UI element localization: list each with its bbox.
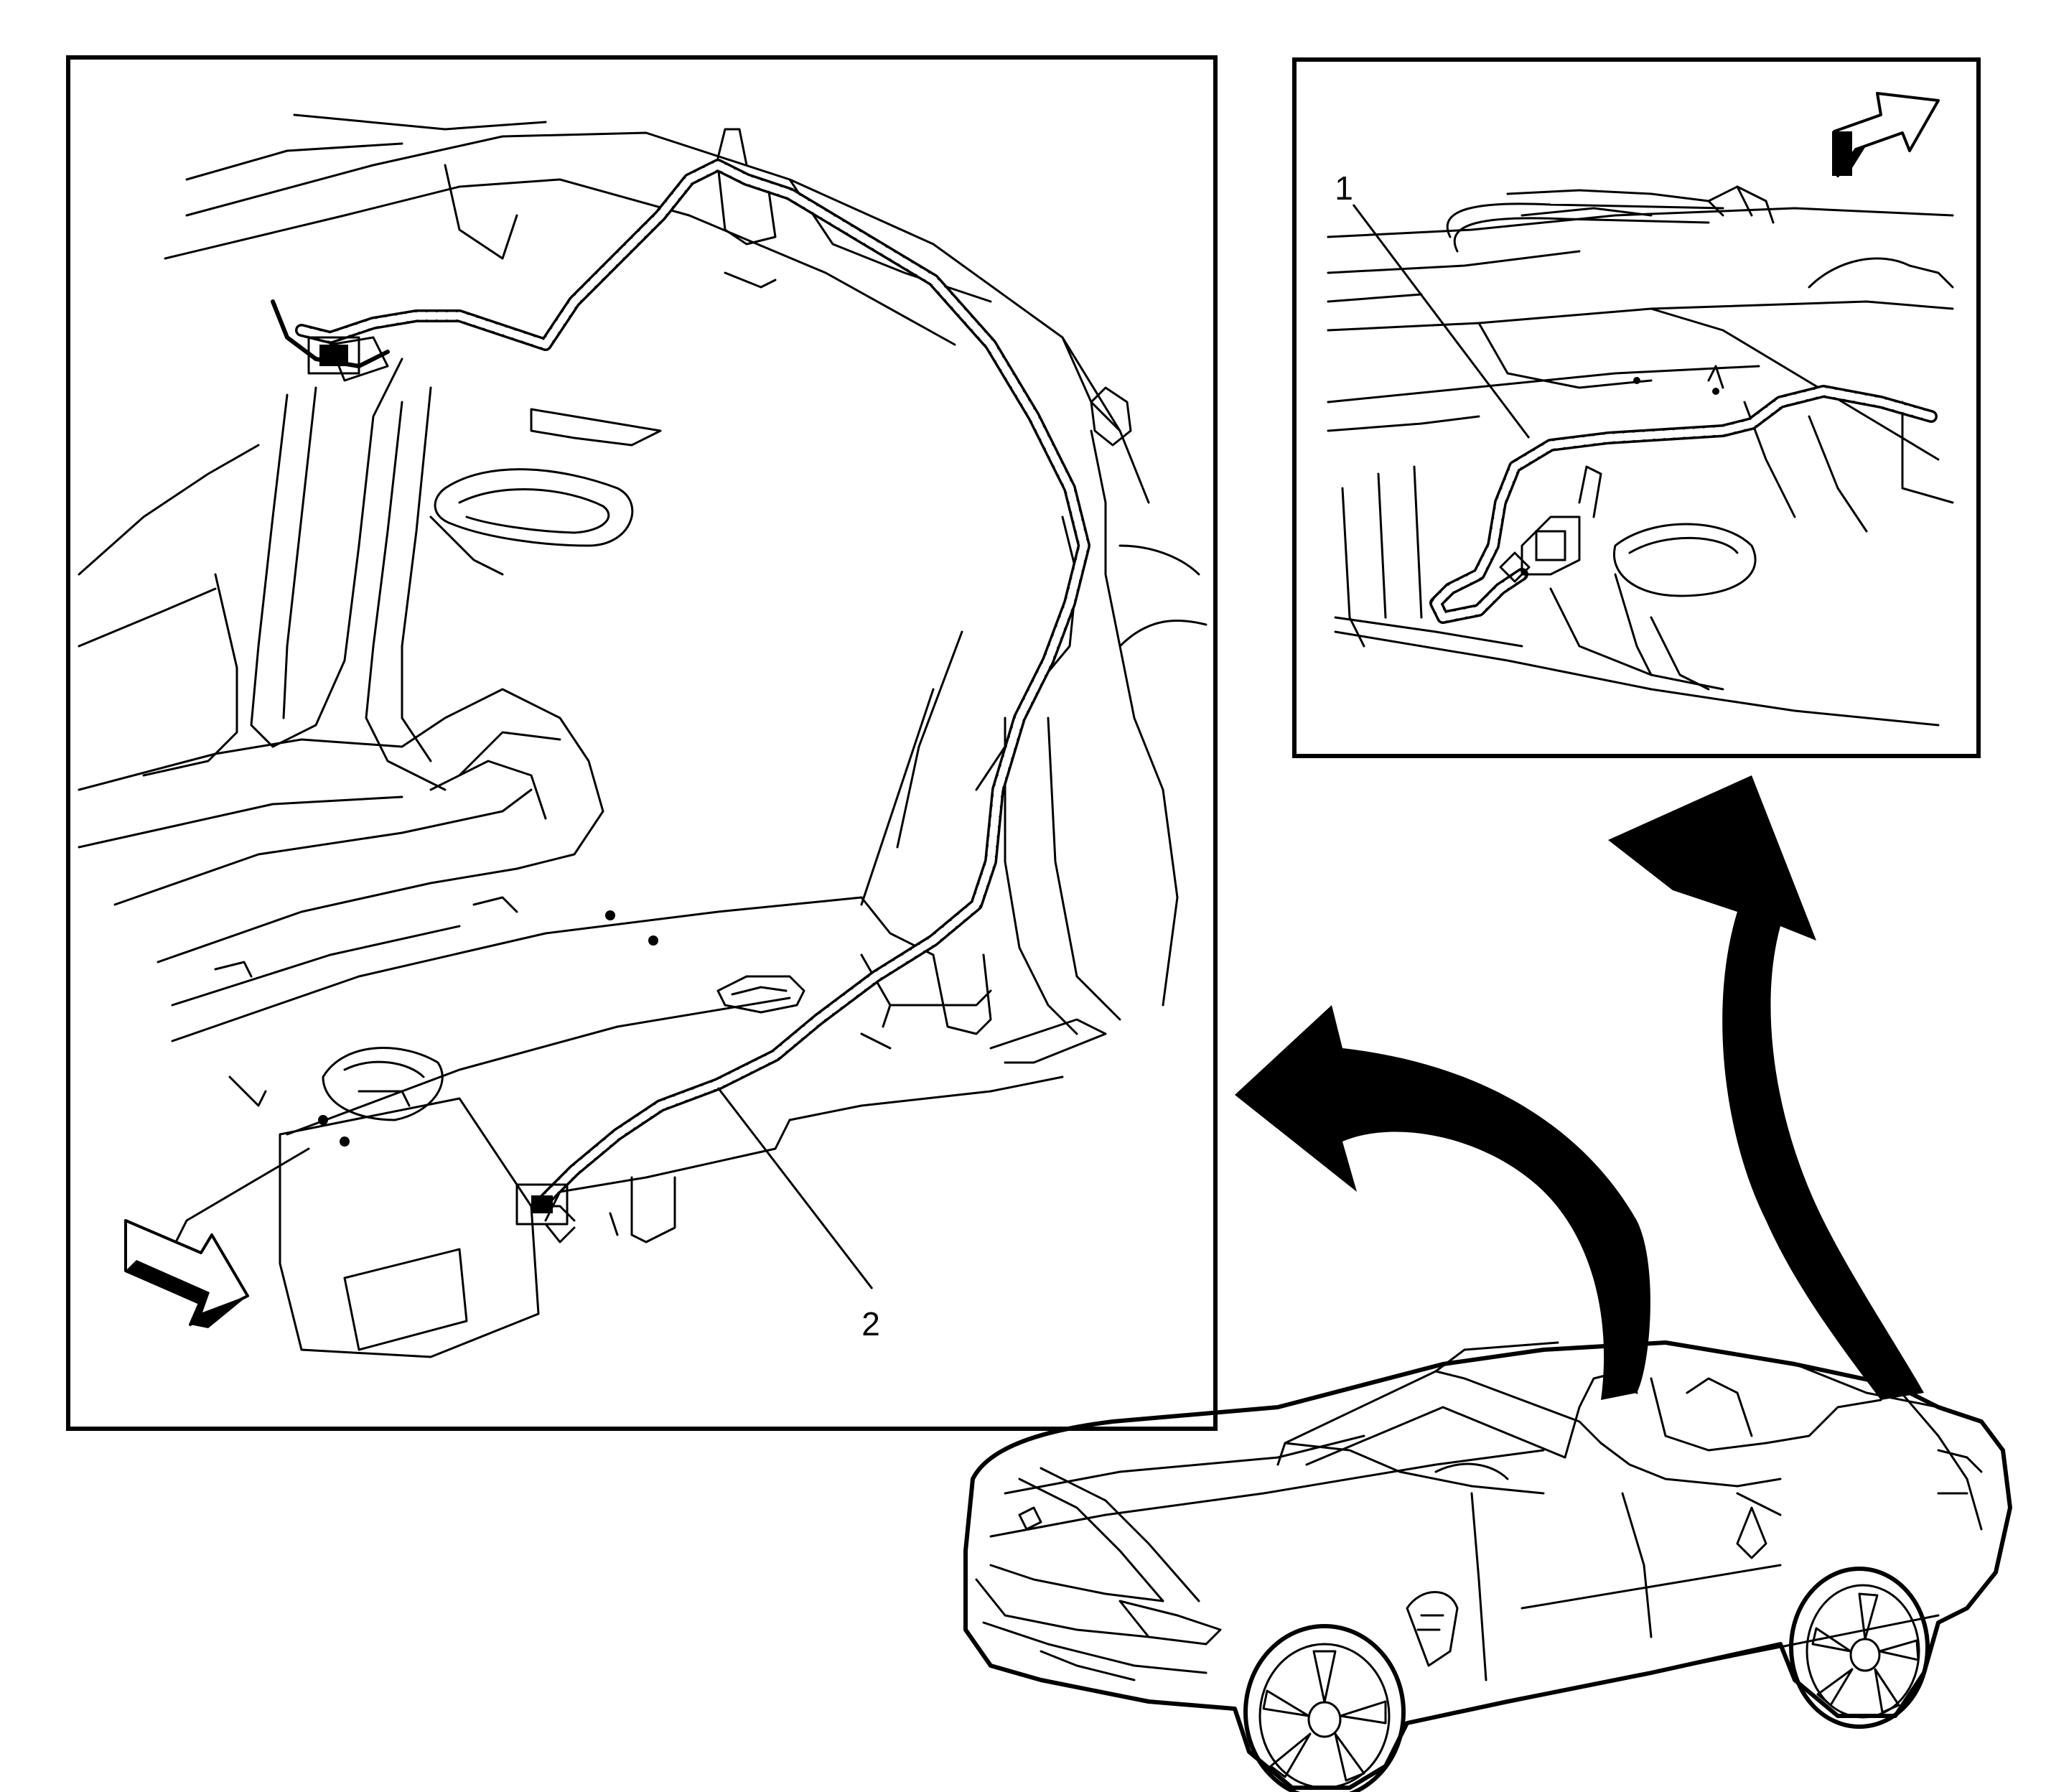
svg-text:1: 1 <box>1335 169 1353 207</box>
detail-wiring-harness <box>1429 385 1938 624</box>
callout-2: 2 <box>716 1087 880 1343</box>
svg-text:2: 2 <box>861 1305 880 1343</box>
rear-wheel <box>1789 1567 1930 1729</box>
wiring-harness-route <box>295 128 1090 1243</box>
front-wheel <box>1243 1624 1406 1792</box>
zoom-arrow-icon <box>1608 775 1924 1400</box>
main-view-panel: 2 <box>66 55 1218 1431</box>
zoom-arrow-icon <box>1235 1005 1650 1400</box>
vehicle-convertible-illustration <box>963 1340 2012 1792</box>
detail-line-art <box>1327 185 1954 727</box>
detail-view-panel: 1 <box>1292 57 1981 758</box>
direction-arrow-icon <box>1832 92 1940 177</box>
callout-1: 1 <box>1335 169 1531 439</box>
direction-arrow-icon <box>124 1219 249 1328</box>
